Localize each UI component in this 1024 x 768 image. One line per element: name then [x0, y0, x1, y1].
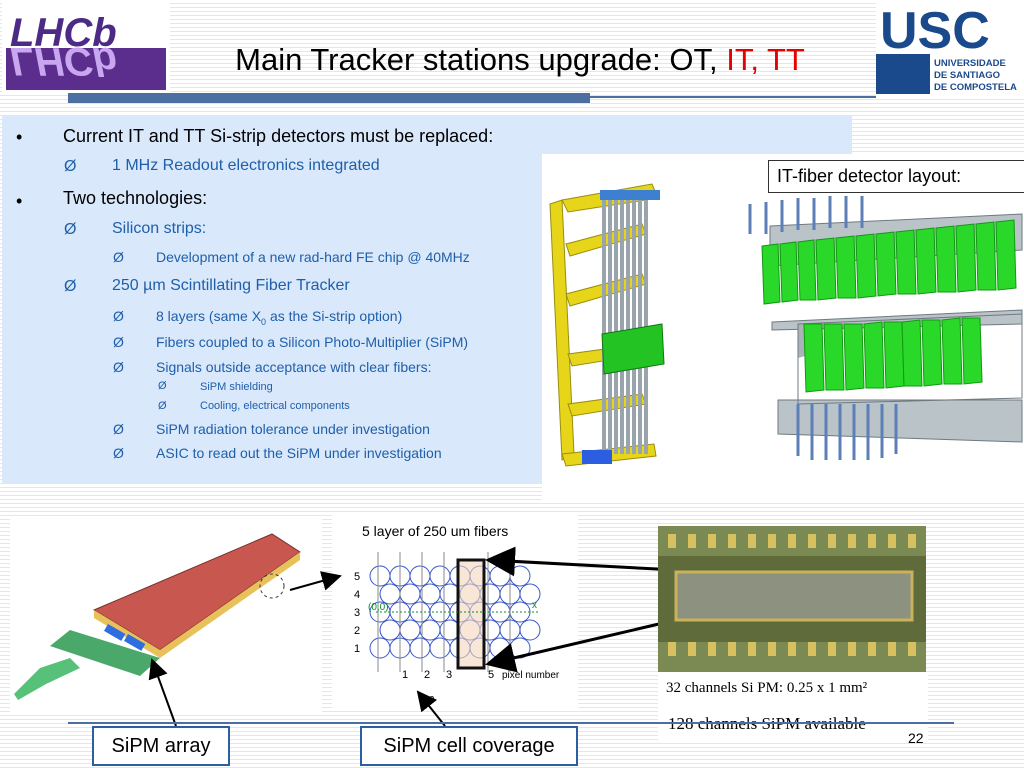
bullet-fiber-tracker: 250 µm Scintillating Fiber Tracker [112, 277, 350, 294]
usc-logo-line2: DE SANTIAGO [934, 70, 1000, 81]
x-axis-label: x [532, 600, 537, 611]
title-underline-bar [68, 93, 590, 103]
arrow-bullet-marker: Ø [113, 308, 124, 324]
slide-number: 22 [908, 730, 924, 746]
fiber-layer-diagram: 5 layer of 250 um fibers 5 4 3 2 1 (0,0)… [332, 512, 578, 710]
arrow-bullet-marker: Ø [113, 359, 124, 375]
sipm-array-figure [10, 518, 322, 714]
yellow-frame-drawing [549, 183, 665, 467]
bullet-marker: • [16, 191, 23, 211]
layer-number: 3 [354, 607, 360, 619]
title-prefix: Main Tracker stations upgrade: OT, [235, 42, 727, 77]
usc-logo-abbrev: USC [880, 2, 990, 60]
title-highlight: IT, TT [726, 42, 805, 77]
origin-label: (0,0) [368, 602, 389, 613]
bullet-eight-layers: 8 layers (same X0 as the Si-strip option… [156, 308, 403, 327]
usc-logo-line3: DE COMPOSTELA [934, 82, 1017, 93]
bullet-readout-electronics: 1 MHz Readout electronics integrated [112, 157, 380, 174]
sipm-cell-coverage-caption: SiPM cell coverage [360, 726, 578, 766]
bullet-current-detectors: Current IT and TT Si-strip detectors mus… [63, 126, 494, 146]
layer-number: 1 [354, 643, 360, 655]
it-fiber-layout-label: IT-fiber detector layout: [768, 160, 1024, 193]
bullet-fe-chip: Development of a new rad-hard FE chip @ … [156, 249, 470, 265]
usc-logo-line1: UNIVERSIDADE [934, 58, 1006, 69]
slide-title: Main Tracker stations upgrade: OT, IT, T… [170, 42, 870, 78]
pixel-axis-label: pixel number [502, 670, 560, 681]
lhcb-logo-text: LHCb [10, 11, 117, 55]
arrow-bullet-marker: Ø [64, 278, 77, 295]
arrow-bullet-marker: Ø [113, 334, 124, 350]
arrow-bullet-marker: Ø [64, 158, 77, 175]
footer-rule [68, 722, 954, 724]
layer-number: 2 [354, 625, 360, 637]
layer-number: 4 [354, 589, 360, 601]
bullet-asic-readout: ASIC to read out the SiPM under investig… [156, 445, 442, 461]
usc-logo: USC UNIVERSIDADE DE SANTIAGO DE COMPOSTE… [876, 0, 1024, 96]
arrow-bullet-marker: Ø [113, 445, 124, 461]
bullet-cooling: Cooling, electrical components [200, 400, 350, 412]
bullet-two-technologies: Two technologies: [63, 188, 208, 208]
bullet-sipm-coupling: Fibers coupled to a Silicon Photo-Multip… [156, 334, 469, 350]
layer-number: 5 [354, 571, 360, 583]
sipm-array-caption: SiPM array [92, 726, 230, 766]
title-underline-rule [68, 96, 876, 98]
pixel-number: 3 [446, 669, 452, 681]
chip-caption-128-channels: 128 channels SiPM available [668, 714, 866, 734]
chip-caption-32-channels: 32 channels Si PM: 0.25 x 1 mm² [666, 680, 868, 696]
fiber-diagram-title: 5 layer of 250 um fibers [362, 523, 508, 539]
bullet-sipm-shielding: SiPM shielding [200, 381, 273, 393]
bullet-marker: • [16, 127, 23, 147]
arrow-bullet-marker: Ø [113, 421, 124, 437]
bullet-clear-fibers: Signals outside acceptance with clear fi… [156, 359, 432, 375]
pixel-number: 1 [402, 669, 408, 681]
bullet-silicon-strips: Silicon strips: [112, 220, 207, 237]
bullet-radiation-tolerance: SiPM radiation tolerance under investiga… [156, 421, 430, 437]
arrow-bullet-marker: Ø [158, 400, 167, 412]
svg-text:LHCb: LHCb [10, 39, 117, 83]
fiber-modules-drawing [748, 196, 1023, 460]
it-detector-figure [542, 154, 1024, 500]
arrow-bullet-marker: Ø [158, 380, 167, 392]
arrow-bullet-marker: Ø [113, 249, 124, 265]
sipm-chip-photo [658, 526, 926, 672]
pixel-number: 5 [488, 669, 494, 681]
lhcb-logo: LHCb LHCb [2, 2, 170, 94]
arrow-bullet-marker: Ø [64, 221, 77, 238]
pixel-number: 2 [424, 669, 430, 681]
chip-caption-box: 32 channels Si PM: 0.25 x 1 mm² 128 chan… [658, 672, 928, 742]
